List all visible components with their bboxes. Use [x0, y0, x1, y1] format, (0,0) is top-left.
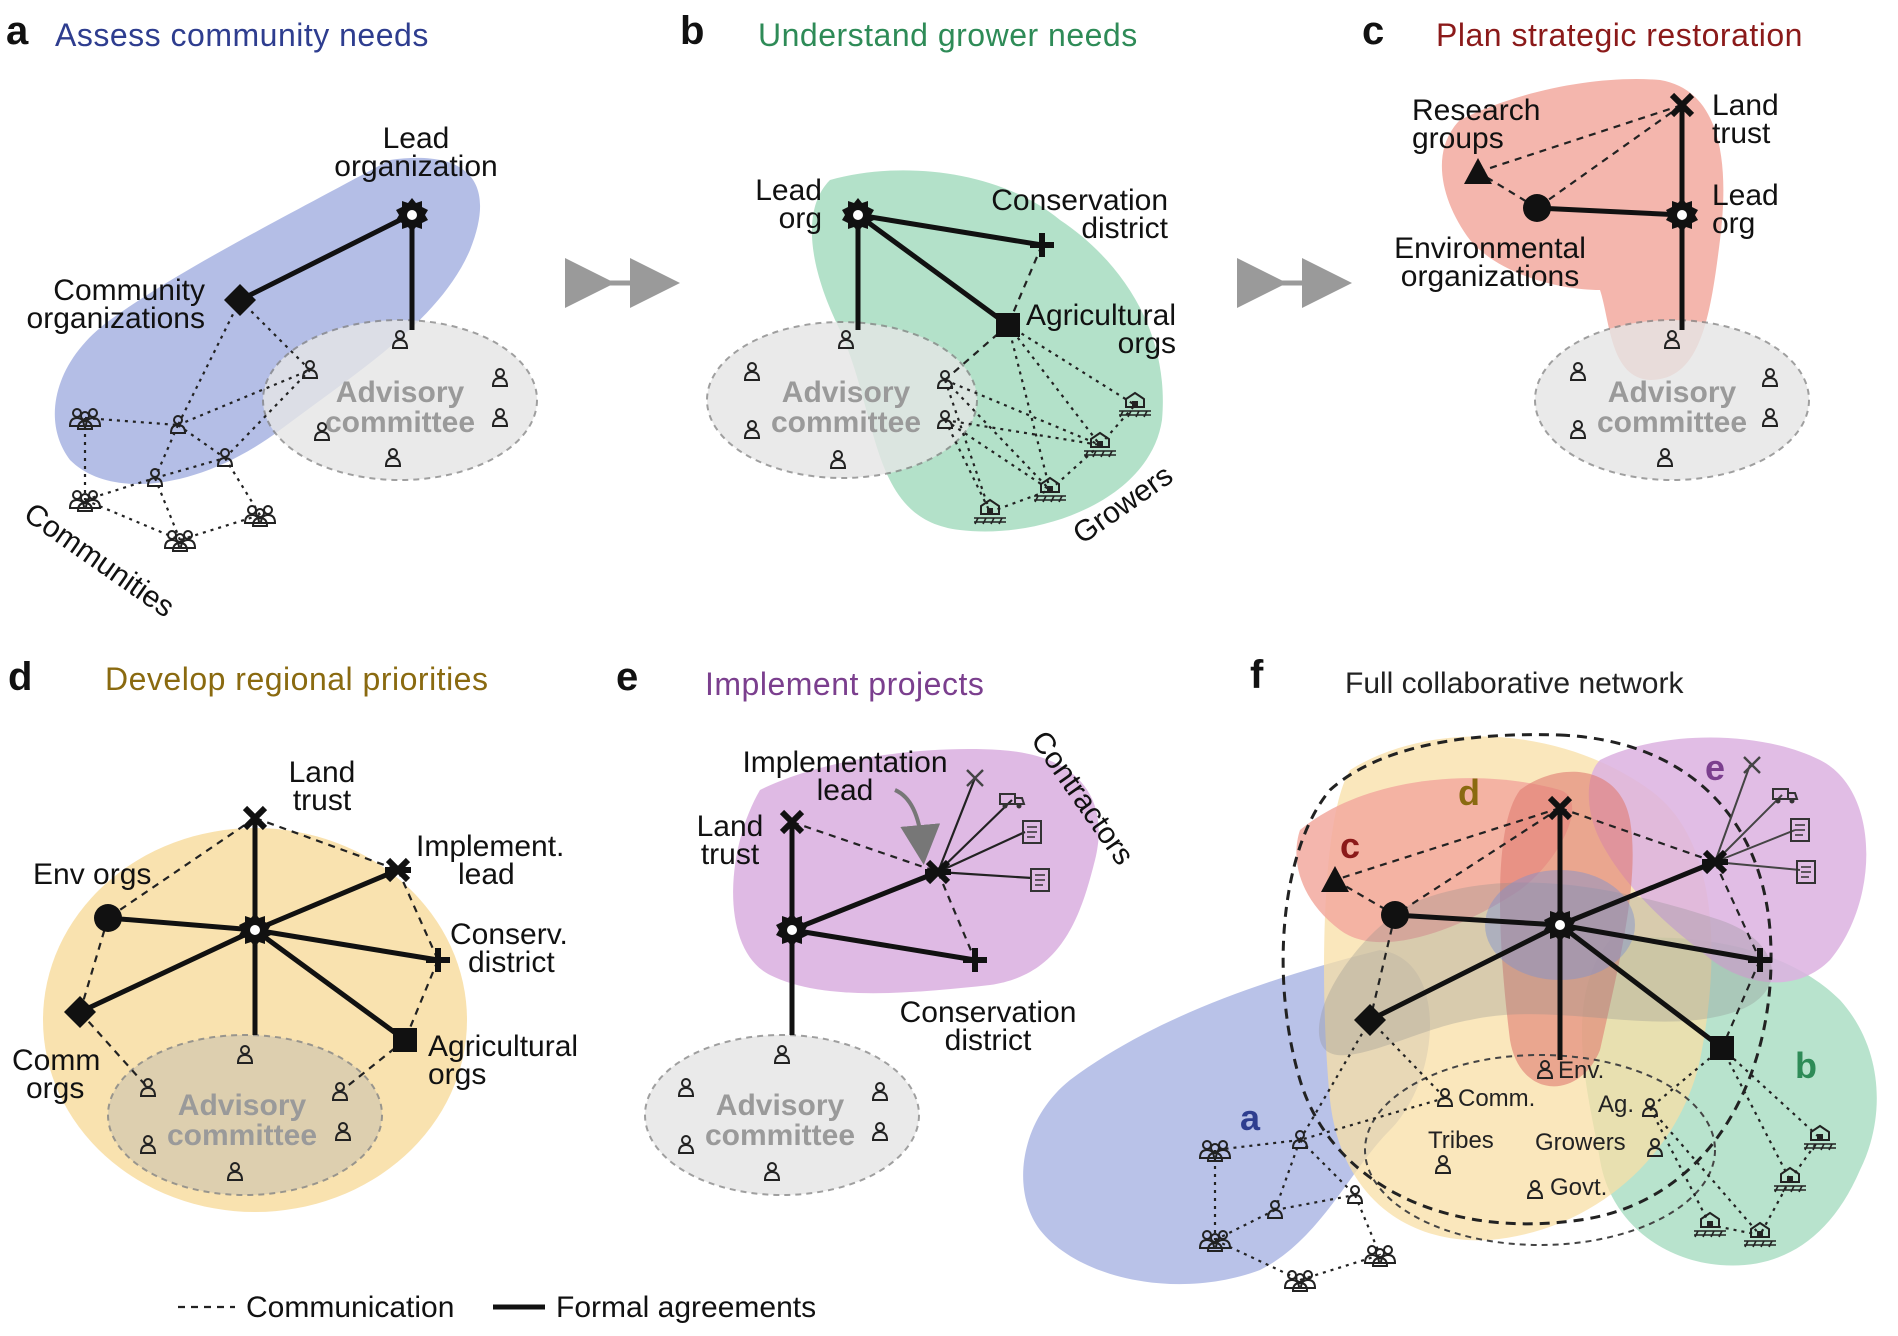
label-c-res-1: Research	[1412, 94, 1540, 127]
full-network-boundary	[1281, 733, 1773, 1226]
label-a-comm-1: Community	[53, 274, 205, 307]
advisory-ellipse-b	[706, 321, 978, 479]
panel-letter-a: a	[6, 9, 29, 53]
label-b-ag-1: Agricultural	[1026, 299, 1176, 332]
label-f-comm: Comm.	[1458, 1085, 1535, 1112]
label-d-imp-2: lead	[458, 858, 515, 891]
agricultural-orgs-icon	[393, 1028, 417, 1052]
panel-letter-b: b	[680, 9, 704, 53]
panel-d: d Develop regional priorities Advisory c…	[8, 655, 578, 1212]
agricultural-orgs-icon	[996, 313, 1020, 337]
panel-a: a Assess community needs Advisory commit…	[6, 9, 538, 624]
label-f-tribes: Tribes	[1428, 1127, 1494, 1154]
label-d-ag-1: Agricultural	[428, 1030, 578, 1063]
blob-f-gray	[1318, 882, 1773, 1056]
advisory-label-e-2: committee	[705, 1119, 855, 1152]
panel-title-e: Implement projects	[705, 666, 984, 702]
label-f-ag: Ag.	[1598, 1091, 1634, 1118]
label-f-a: a	[1240, 1097, 1261, 1138]
advisory-label-b-1: Advisory	[782, 376, 911, 409]
label-a-comm-2: organizations	[27, 302, 205, 335]
label-e-land-2: trust	[701, 838, 760, 871]
implementation-lead-icon	[385, 860, 411, 880]
advisory-ellipse-c	[1534, 319, 1810, 481]
label-d-imp-1: Implement.	[416, 830, 564, 863]
panel-title-b: Understand grower needs	[758, 17, 1138, 53]
blob-c	[1441, 79, 1724, 381]
label-d-env: Env orgs	[33, 858, 151, 891]
label-c-env-2: organizations	[1401, 260, 1579, 293]
advisory-label-e-1: Advisory	[716, 1089, 845, 1122]
label-a-lead-2: organization	[334, 150, 497, 183]
blob-f-c	[1296, 778, 1573, 943]
advisory-ellipse-a	[262, 319, 538, 481]
advisory-label-d-1: Advisory	[178, 1089, 307, 1122]
panel-title-f: Full collaborative network	[1345, 667, 1684, 700]
advisory-label-d-2: committee	[167, 1119, 317, 1152]
advisory-ellipse-d	[107, 1034, 383, 1196]
label-d-land-2: trust	[293, 784, 352, 817]
label-e-imp-1: Implementation	[742, 746, 947, 779]
panel-title-d: Develop regional priorities	[105, 661, 488, 697]
label-c-lead-2: org	[1712, 207, 1755, 240]
label-b-lead-2: org	[779, 202, 822, 235]
label-f-b: b	[1795, 1045, 1817, 1086]
advisory-label-c-1: Advisory	[1608, 376, 1737, 409]
label-a-communities: Communities	[18, 497, 180, 624]
label-c-land-2: trust	[1712, 117, 1771, 150]
label-b-cons-2: district	[1081, 212, 1168, 245]
advisory-label-b-2: committee	[771, 406, 921, 439]
env-orgs-icon	[1381, 901, 1409, 929]
label-f-govt: Govt.	[1550, 1174, 1607, 1201]
label-c-land-1: Land	[1712, 89, 1779, 122]
panel-letter-d: d	[8, 655, 32, 699]
blob-e	[733, 749, 1099, 994]
legend: Communication Formal agreements	[178, 1291, 816, 1324]
advisory-label-a-1: Advisory	[336, 376, 465, 409]
label-b-lead-1: Lead	[755, 174, 822, 207]
label-e-cons-1: Conservation	[900, 996, 1077, 1029]
panel-b: b Understand grower needs Advisory commi…	[680, 9, 1179, 551]
advisory-ellipse-e	[644, 1034, 920, 1196]
panel-letter-f: f	[1250, 653, 1264, 697]
label-e-cons-2: district	[945, 1024, 1032, 1057]
agricultural-orgs-icon	[1710, 1036, 1734, 1060]
label-e-imp-2: lead	[817, 774, 874, 807]
panel-title-a: Assess community needs	[55, 17, 429, 53]
panel-letter-c: c	[1362, 9, 1384, 53]
label-c-res-2: groups	[1412, 122, 1504, 155]
panel-title-c: Plan strategic restoration	[1436, 17, 1803, 53]
panel-e: e Implement projects Advisory committee …	[616, 655, 1140, 1196]
env-orgs-icon	[94, 904, 122, 932]
label-f-d: d	[1458, 772, 1480, 813]
advisory-label-a-2: committee	[325, 406, 475, 439]
advisory-label-c-2: committee	[1597, 406, 1747, 439]
label-d-cons-1: Conserv.	[450, 918, 568, 951]
label-f-growers: Growers	[1535, 1129, 1626, 1156]
legend-communication-label: Communication	[246, 1291, 454, 1324]
label-c-lead-1: Lead	[1712, 179, 1779, 212]
panel-letter-e: e	[616, 655, 638, 699]
legend-formal-label: Formal agreements	[556, 1291, 816, 1324]
label-d-comm-2: orgs	[26, 1072, 84, 1105]
label-d-ag-2: orgs	[428, 1058, 486, 1091]
blob-a	[54, 157, 481, 484]
label-c-env-1: Environmental	[1394, 232, 1586, 265]
panel-f: f Full collaborative network	[1023, 653, 1877, 1291]
label-d-land-1: Land	[289, 756, 356, 789]
label-d-cons-2: district	[468, 946, 555, 979]
label-b-ag-2: orgs	[1118, 327, 1176, 360]
label-e-land-1: Land	[697, 810, 764, 843]
environmental-org-icon	[1523, 194, 1551, 222]
label-a-lead-1: Lead	[383, 122, 450, 155]
advisory-ellipse-f	[1364, 1054, 1716, 1246]
label-f-env: Env.	[1558, 1057, 1604, 1084]
label-f-c: c	[1340, 825, 1360, 866]
panel-c: c Plan strategic restoration Advisory co…	[1362, 9, 1810, 481]
label-f-e: e	[1705, 747, 1725, 788]
label-b-cons-1: Conservation	[991, 184, 1168, 217]
label-d-comm-1: Comm	[12, 1044, 100, 1077]
